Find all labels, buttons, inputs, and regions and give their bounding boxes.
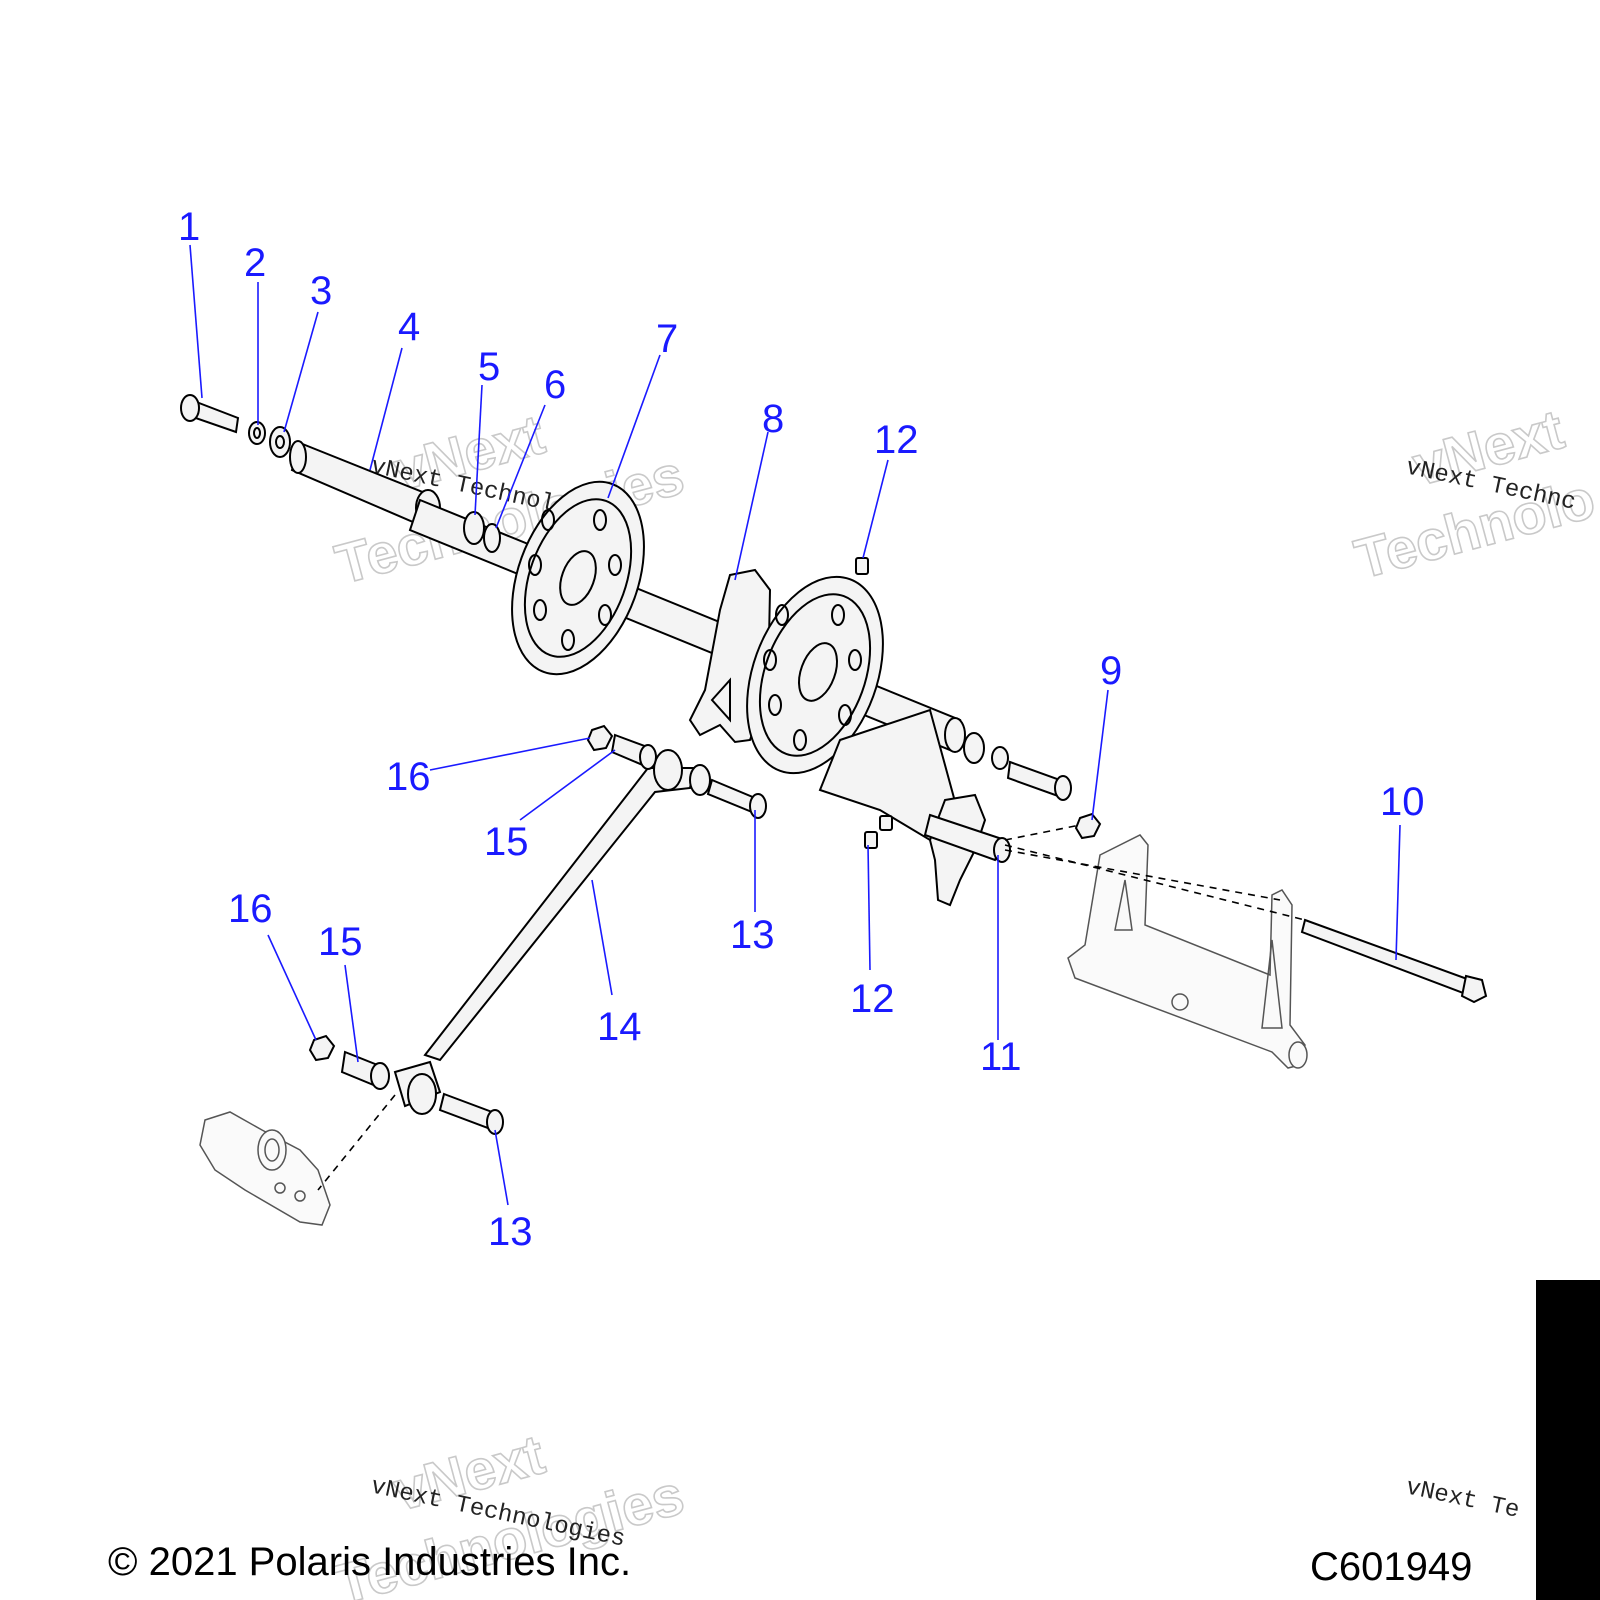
callout-5: 5: [478, 345, 500, 389]
callout-3: 3: [310, 269, 332, 313]
callout-9: 9: [1100, 649, 1122, 693]
callout-15-lower: 15: [318, 920, 363, 964]
part-grease-fitting-12-lower: [864, 815, 893, 849]
leader-lines: [189, 244, 1401, 1206]
ghost-mount-bracket: [199, 1111, 331, 1226]
dash-line-9-11: [1004, 824, 1081, 841]
callout-15-upper: 15: [484, 820, 529, 864]
part-tube-11: [923, 813, 1011, 863]
callout-8: 8: [762, 397, 784, 441]
part-bolt-right: [1006, 760, 1072, 801]
part-long-bolt-10: [1300, 918, 1488, 1004]
callout-1: 1: [178, 205, 200, 249]
callout-12-lower: 12: [850, 977, 895, 1021]
watermark-small-lower-right: vNext Te: [1403, 1474, 1521, 1524]
part-bolt-13-lower: [438, 1092, 504, 1135]
part-washer-right: [963, 732, 985, 764]
callout-16-upper: 16: [386, 755, 431, 799]
part-link-arm-14: [423, 749, 711, 1062]
part-bushing-15-lower: [340, 1050, 390, 1090]
callout-11: 11: [980, 1035, 1022, 1079]
part-wheel-7: [511, 480, 645, 676]
part-washer-2: [248, 421, 266, 445]
part-lockwasher-right: [991, 746, 1009, 770]
part-bushing-15-upper: [610, 733, 657, 770]
callout-16-lower: 16: [228, 887, 273, 931]
diagram-code: C601949: [1310, 1545, 1472, 1589]
part-bushing-5: [463, 511, 485, 545]
callout-12-upper: 12: [874, 418, 919, 462]
part-nut-16-upper: [586, 724, 614, 752]
copyright-text: © 2021 Polaris Industries Inc.: [108, 1540, 631, 1584]
edge-black-block: [1536, 1280, 1600, 1600]
part-washer-3: [269, 426, 291, 458]
callout-7: 7: [656, 317, 678, 361]
dash-line-10-11: [1004, 844, 1306, 921]
callout-10: 10: [1380, 780, 1425, 824]
ghost-frame-bracket: [1067, 834, 1308, 1069]
part-bolt-1: [180, 394, 240, 434]
callout-13-lower: 13: [488, 1210, 533, 1254]
dash-line-lower: [317, 1094, 396, 1191]
callout-labels: 1 2 3 4 5 6 7 8 9 10 11 12 12 13 13 14 1…: [178, 205, 1425, 1254]
part-link-end-14: [393, 1060, 442, 1115]
callout-14: 14: [597, 1005, 642, 1049]
part-ring-6: [483, 523, 501, 553]
callout-4: 4: [398, 305, 420, 349]
callout-6: 6: [544, 363, 566, 407]
part-bolt-13-upper: [706, 778, 767, 819]
part-nut-9: [1074, 812, 1102, 840]
callout-2: 2: [244, 241, 266, 285]
part-nut-16-lower: [308, 1034, 336, 1062]
part-grease-fitting-12-upper: [855, 557, 869, 575]
part-wheel-right: [746, 575, 884, 775]
callout-13-upper: 13: [730, 913, 775, 957]
